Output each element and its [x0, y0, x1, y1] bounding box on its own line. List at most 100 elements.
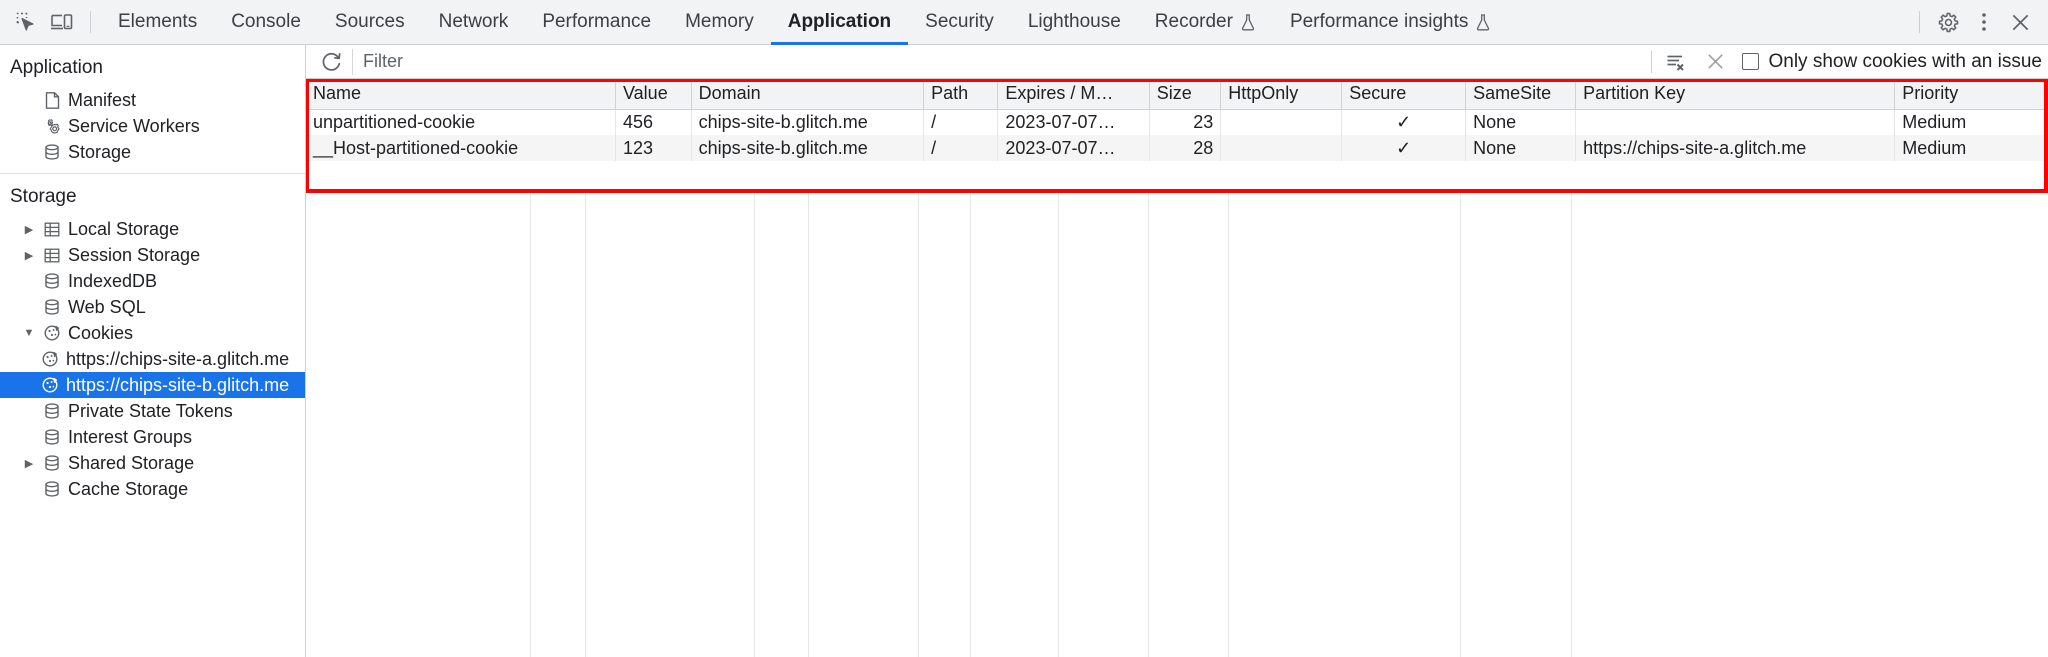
sidebar-item-label: Cache Storage [68, 479, 189, 499]
toolbar-divider [90, 11, 91, 33]
tab-console[interactable]: Console [214, 0, 318, 45]
database-icon [42, 480, 62, 498]
cell-size: 23 [1149, 109, 1222, 135]
chevron-right-icon[interactable]: ▶ [24, 223, 34, 236]
tab-label: Elements [118, 11, 198, 32]
chevron-down-icon[interactable]: ▼ [23, 327, 35, 339]
sidebar-item-session-storage[interactable]: ▶ Session Storage [0, 242, 305, 268]
tab-label: Performance [542, 11, 652, 32]
column-header-priority[interactable]: Priority [1894, 79, 2048, 110]
cell-httponly [1220, 135, 1343, 161]
chevron-right-icon[interactable]: ▶ [24, 457, 34, 470]
cell-secure: ✓ [1341, 109, 1467, 135]
column-header-expires[interactable]: Expires / M… [997, 79, 1150, 110]
sidebar-item-cookies-site-a[interactable]: https://chips-site-a.glitch.me [0, 346, 305, 372]
tab-elements[interactable]: Elements [101, 0, 214, 45]
tab-sources[interactable]: Sources [318, 0, 422, 45]
column-header-path[interactable]: Path [923, 79, 999, 110]
application-section: Application ▶ Manifest ▶ [0, 45, 305, 174]
sidebar-item-manifest[interactable]: ▶ Manifest [0, 87, 305, 113]
clear-filter-icon[interactable] [1658, 48, 1692, 76]
tab-memory[interactable]: Memory [668, 0, 771, 45]
sidebar-item-web-sql[interactable]: ▶ Web SQL [0, 294, 305, 320]
inspect-element-icon[interactable] [8, 5, 44, 39]
cookies-pane: Only show cookies with an issue [306, 45, 2048, 657]
tab-security[interactable]: Security [908, 0, 1011, 45]
sidebar-item-label: IndexedDB [68, 271, 158, 291]
column-header-domain[interactable]: Domain [691, 79, 925, 110]
sidebar-item-cookies[interactable]: ▼ Cookies [0, 320, 305, 346]
tab-network[interactable]: Network [422, 0, 526, 45]
cookie-icon [40, 376, 60, 394]
table-grid-filler [306, 192, 2048, 657]
cell-expires: 2023-07-07… [997, 109, 1150, 135]
cell-size: 28 [1149, 135, 1222, 161]
column-header-partition-key[interactable]: Partition Key [1575, 79, 1896, 110]
tab-performance-insights[interactable]: Performance insights [1273, 0, 1508, 45]
sidebar-item-cookies-site-b[interactable]: https://chips-site-b.glitch.me [0, 372, 305, 398]
sidebar-item-interest-groups[interactable]: ▶ Interest Groups [0, 424, 305, 450]
cookie-icon [40, 350, 60, 368]
sidebar-item-service-workers[interactable]: ▶ Service Workers [0, 113, 305, 139]
refresh-icon[interactable] [316, 48, 346, 76]
cell-domain: chips-site-b.glitch.me [691, 109, 925, 135]
sidebar-item-cache-storage[interactable]: ▶ Cache Storage [0, 476, 305, 502]
cell-name: __Host-partitioned-cookie [306, 135, 616, 161]
tab-label: Memory [685, 11, 754, 32]
database-icon [42, 454, 62, 472]
cell-value: 123 [615, 135, 692, 161]
column-header-secure[interactable]: Secure [1341, 79, 1467, 110]
sidebar-item-label: Shared Storage [68, 453, 195, 473]
column-header-name[interactable]: Name [306, 79, 616, 110]
experiment-flask-icon [1475, 13, 1491, 32]
only-show-issues-toggle[interactable]: Only show cookies with an issue [1738, 51, 2042, 73]
tab-application[interactable]: Application [770, 0, 909, 45]
tab-lighthouse[interactable]: Lighthouse [1011, 0, 1138, 45]
column-header-httponly[interactable]: HttpOnly [1220, 79, 1343, 110]
cell-name: unpartitioned-cookie [306, 109, 616, 135]
cell-secure: ✓ [1341, 135, 1467, 161]
sidebar-item-label: Storage [68, 142, 132, 162]
cookies-table-container: Name Value Domain Path Expires / M… Size… [306, 79, 2048, 657]
tab-recorder[interactable]: Recorder [1138, 0, 1273, 45]
application-sidebar: Application ▶ Manifest ▶ [0, 45, 306, 657]
table-header-row: Name Value Domain Path Expires / M… Size… [306, 79, 2048, 110]
tab-performance[interactable]: Performance [525, 0, 668, 45]
experiment-flask-icon [1240, 13, 1256, 32]
storage-section-heading: Storage [10, 186, 77, 207]
sidebar-item-indexeddb[interactable]: ▶ IndexedDB [0, 268, 305, 294]
device-toolbar-icon[interactable] [44, 5, 80, 39]
sidebar-item-label: Cookies [68, 323, 134, 343]
cookies-table[interactable]: Name Value Domain Path Expires / M… Size… [306, 79, 2048, 161]
only-show-issues-label: Only show cookies with an issue [1768, 50, 2042, 72]
close-icon[interactable] [2002, 5, 2038, 39]
devtools-tab-bar: Elements Console Sources Network Perform… [0, 0, 2048, 45]
sidebar-item-label: Service Workers [68, 116, 200, 136]
cell-samesite: None [1465, 109, 1577, 135]
database-icon [42, 402, 62, 420]
table-row[interactable]: __Host-partitioned-cookie 123 chips-site… [306, 135, 2048, 161]
filter-input[interactable] [352, 48, 1646, 75]
sidebar-item-shared-storage[interactable]: ▶ Shared Storage [0, 450, 305, 476]
service-workers-gears-icon [42, 117, 62, 136]
cookies-filter-toolbar: Only show cookies with an issue [306, 45, 2048, 79]
only-show-issues-checkbox[interactable] [1742, 53, 1760, 70]
column-header-samesite[interactable]: SameSite [1465, 79, 1577, 110]
sidebar-item-label: Web SQL [68, 297, 146, 317]
cell-domain: chips-site-b.glitch.me [691, 135, 925, 161]
clear-all-cookies-icon[interactable] [1698, 48, 1732, 76]
cell-expires: 2023-07-07… [997, 135, 1150, 161]
more-options-icon[interactable] [1966, 5, 2002, 39]
sidebar-item-storage[interactable]: ▶ Storage [0, 139, 305, 165]
cell-value: 456 [615, 109, 692, 135]
cookie-icon [42, 324, 62, 342]
application-panel: Application ▶ Manifest ▶ [0, 45, 2048, 657]
column-header-size[interactable]: Size [1149, 79, 1222, 110]
settings-gear-icon[interactable] [1930, 5, 1966, 39]
sidebar-item-local-storage[interactable]: ▶ Local Storage [0, 216, 305, 242]
sidebar-item-private-state-tokens[interactable]: ▶ Private State Tokens [0, 398, 305, 424]
table-row[interactable]: unpartitioned-cookie 456 chips-site-b.gl… [306, 109, 2048, 135]
sidebar-item-label: Interest Groups [68, 427, 193, 447]
column-header-value[interactable]: Value [615, 79, 692, 110]
chevron-right-icon[interactable]: ▶ [24, 249, 34, 262]
